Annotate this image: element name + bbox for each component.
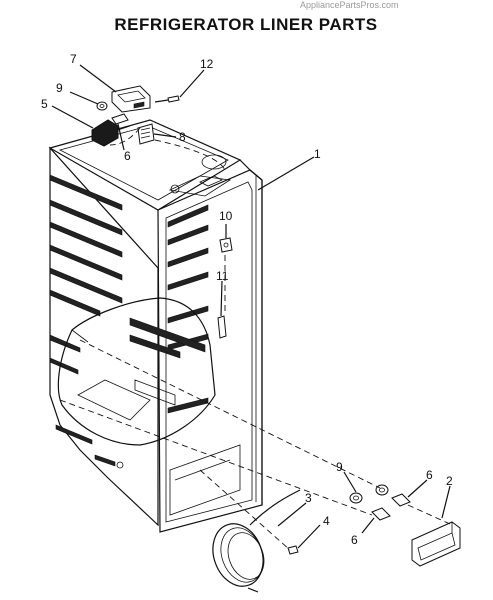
- left-wall-shelf-rails: [49, 174, 123, 445]
- part-6-bulb-top: [111, 113, 129, 125]
- callout-12: 12: [200, 57, 214, 71]
- callout-9-top: 9: [56, 81, 63, 95]
- diagram-title: REFRIGERATOR LINER PARTS: [114, 15, 377, 34]
- part-4-screw: [287, 545, 299, 555]
- leader-lines: [51, 64, 451, 549]
- callout-6-bottom: 6: [351, 533, 358, 547]
- part-2-lamp-cover: [411, 521, 461, 567]
- callout-6-top: 6: [124, 149, 131, 163]
- part-5-switch: [91, 119, 131, 147]
- callout-6-right: 6: [426, 468, 433, 482]
- callout-8: 8: [179, 130, 186, 144]
- assembly-dashed-lines: [59, 127, 451, 551]
- callout-4: 4: [323, 514, 330, 528]
- watermark-text: AppliancePartsPros.com: [300, 0, 399, 10]
- callout-3: 3: [305, 491, 312, 505]
- liner-body: [48, 119, 263, 533]
- part-11-pin: [217, 315, 227, 339]
- part-9-grommets-bottom: [349, 484, 389, 504]
- part-9-grommet-top: [96, 101, 108, 111]
- liner-bottom: [94, 444, 241, 516]
- right-wall-shelf-rails: [167, 204, 209, 414]
- part-10-clip: [219, 237, 233, 253]
- callout-9-bottom: 9: [336, 460, 343, 474]
- callout-5: 5: [41, 97, 48, 111]
- part-6-bulbs-bottom: [371, 493, 411, 521]
- callout-1: 1: [314, 147, 321, 161]
- part-3-tubing-coil: [212, 489, 301, 593]
- callout-10: 10: [219, 209, 233, 223]
- callout-7: 7: [70, 52, 77, 66]
- callout-11: 11: [216, 269, 229, 283]
- part-7-control-housing: [111, 85, 151, 113]
- callout-2: 2: [446, 474, 453, 488]
- liner-cutaway: [57, 297, 216, 446]
- callout-labels: 7 12 9 5 8 6 1 10 11 9 6 2 3 4 6: [41, 52, 453, 547]
- part-8-light-socket: [137, 123, 155, 145]
- part-12-screw: [154, 95, 180, 103]
